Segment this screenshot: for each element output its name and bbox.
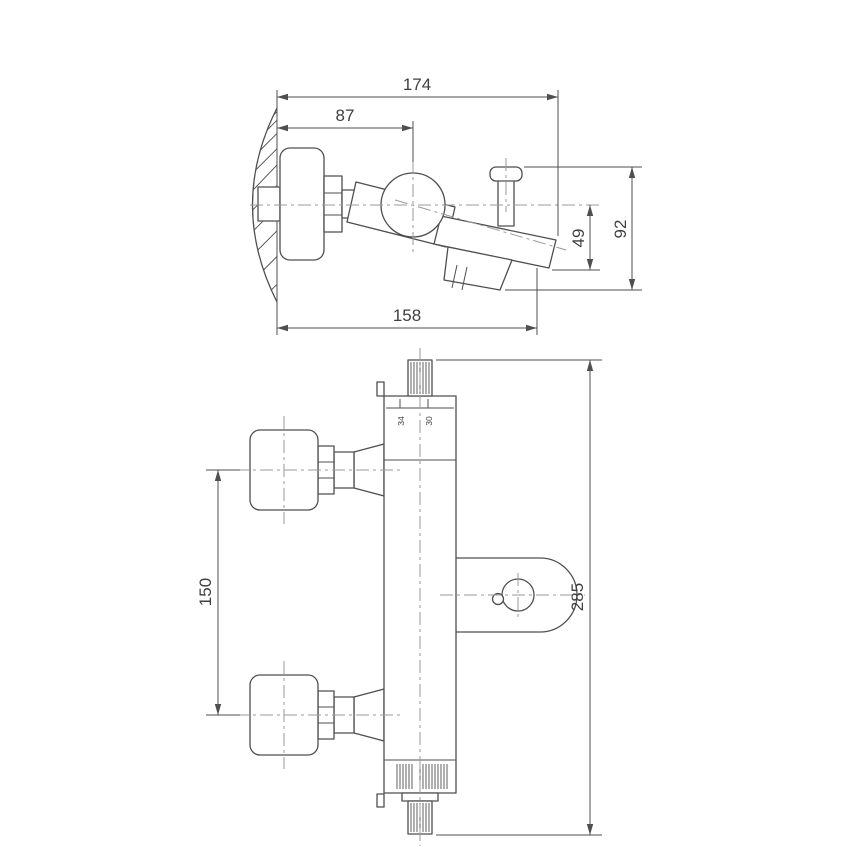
spout-outlet	[443, 246, 513, 291]
side-centerlines	[250, 158, 600, 252]
dim-label-total-depth: 174	[403, 75, 431, 94]
top-left-tab	[376, 381, 385, 397]
front-centerlines	[236, 348, 585, 846]
dim-label-spout-depth: 158	[393, 306, 421, 325]
mixer-front: 34 30	[249, 359, 578, 835]
temp-scale-mark-left: 34	[396, 416, 406, 426]
dim-label-spout-drop: 49	[569, 229, 588, 248]
front-dimensions: 150 285	[196, 359, 602, 836]
hex-nut	[323, 175, 343, 233]
side-dimension-lines	[277, 96, 633, 329]
side-view: 174 87 158 49 92	[250, 75, 642, 335]
aerator-lines	[451, 264, 468, 291]
bottom-fitting-threads	[410, 803, 430, 832]
bottom-left-tab	[376, 793, 385, 808]
dim-label-body-height: 92	[611, 220, 630, 239]
boss-screw	[491, 592, 505, 606]
front-extension-lines	[206, 359, 602, 836]
spout	[433, 215, 557, 269]
front-dimension-lines	[217, 360, 591, 835]
front-view: 34 30 150 285	[196, 348, 602, 846]
side-dimensions: 174 87 158 49 92	[276, 75, 642, 335]
dim-label-handle-spacing: 150	[196, 578, 215, 606]
handle-nut-facets	[318, 461, 334, 479]
temp-scale-mark-right: 30	[424, 416, 434, 426]
inlet-stub	[257, 186, 281, 222]
dim-label-total-height: 285	[568, 583, 587, 611]
dim-label-knob-depth: 87	[336, 106, 355, 125]
mixer-side	[257, 147, 557, 291]
hex-nut-facets	[324, 192, 342, 216]
mounting-flange	[279, 147, 325, 261]
vent-slits	[396, 764, 448, 789]
handle-nut-facets	[318, 706, 334, 724]
side-extension-lines	[276, 90, 642, 335]
